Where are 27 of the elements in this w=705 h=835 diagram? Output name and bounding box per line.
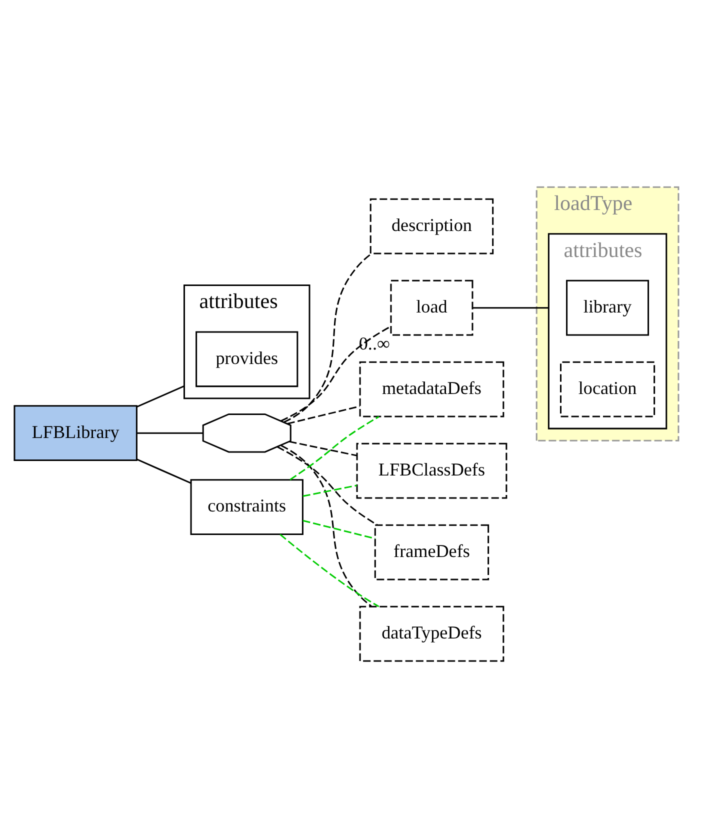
connector [284, 252, 372, 422]
node-box: description [370, 198, 494, 254]
node-box: load [390, 279, 474, 336]
connector [302, 519, 376, 539]
connector [302, 484, 357, 496]
node-box: library [566, 279, 650, 336]
node-box: provides [196, 330, 298, 387]
node-box: metadataDefs [359, 360, 504, 417]
node-box: frameDefs [374, 524, 490, 580]
connector [136, 384, 185, 408]
connector [280, 533, 380, 607]
node-box: location [560, 360, 656, 417]
node-box: constraints [190, 478, 304, 534]
connector [136, 432, 203, 434]
connector [289, 440, 357, 456]
connector [280, 444, 372, 606]
connector [280, 325, 392, 422]
node-octagon [202, 412, 292, 452]
node-box: LFBClassDefs [356, 442, 508, 498]
connector [287, 405, 360, 424]
connector [472, 306, 549, 308]
connector [290, 416, 380, 480]
connector [136, 458, 192, 484]
connector [276, 446, 378, 526]
node-box: dataTypeDefs [359, 605, 504, 662]
node-box: LFBLibrary [14, 404, 138, 460]
node-label: 0..∞ [358, 332, 390, 353]
